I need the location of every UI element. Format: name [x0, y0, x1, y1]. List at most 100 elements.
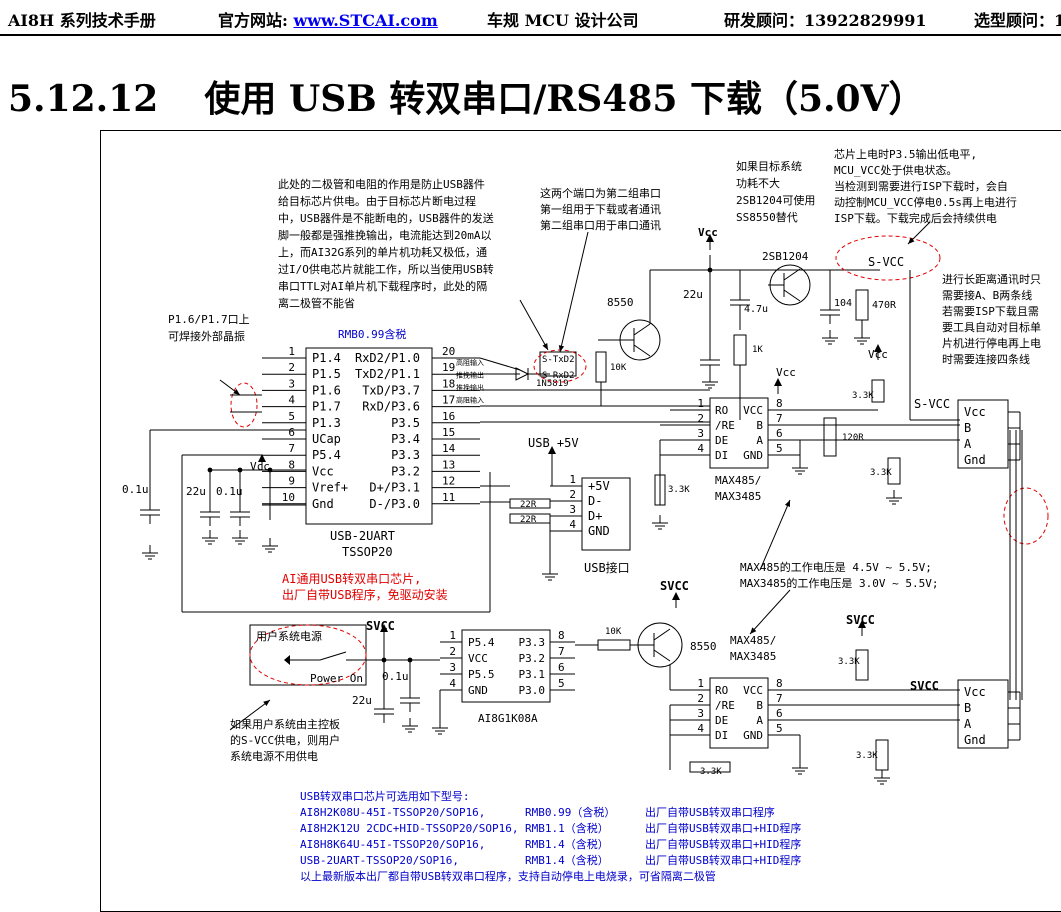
- website-label: 官方网站: www.STCAI.com: [218, 7, 438, 31]
- chip-list-part: USB-2UART-TSSOP20/SOP16,: [300, 854, 459, 867]
- wire: [229, 699, 271, 731]
- schematic-label: 3: [697, 707, 704, 720]
- schematic-label: 1: [569, 473, 576, 486]
- schematic-label: P1.6: [312, 383, 341, 397]
- chip-price: RMB0.99含税: [338, 327, 406, 341]
- resistor: [855, 649, 869, 681]
- section-title: 使用 USB 转双串口/RS485 下载（5.0V）: [204, 78, 925, 120]
- annotation-arrow: [750, 627, 757, 634]
- schematic-label: TxD2/P1.1: [355, 367, 420, 381]
- chip-list-desc: 出厂自带USB转双串口+HID程序: [645, 837, 801, 851]
- schematic-label: 3.3K: [838, 657, 860, 667]
- schematic-label: TxD/P3.7: [362, 383, 420, 397]
- wire: [559, 231, 589, 353]
- schematic-label: S-VCC: [868, 255, 904, 269]
- schematic-label: 20: [442, 345, 455, 358]
- chip-name: USB-2UART: [330, 529, 395, 543]
- diode: [515, 367, 530, 381]
- schematic-label: 8550: [607, 296, 634, 309]
- schematic-label: B: [964, 421, 971, 435]
- schematic-label: 片机进行停电再上电: [942, 336, 1041, 350]
- schematic-label: 2: [697, 692, 704, 705]
- schematic-label: 10K: [605, 627, 622, 637]
- schematic-label: 12: [442, 475, 455, 488]
- schematic-label: P1.4: [312, 351, 341, 365]
- schematic-label: DE: [715, 714, 728, 727]
- schematic-label: 7: [776, 412, 783, 425]
- selection-consultant: 选型顾问：1: [974, 11, 1061, 30]
- schematic-label: 2: [288, 361, 295, 374]
- chip-ai8g1k08a: [461, 629, 551, 703]
- schematic-label: GND: [743, 729, 763, 742]
- schematic-label: DI: [715, 729, 728, 742]
- user-power-highlight: [249, 624, 367, 686]
- schematic-label: MCU_VCC处于供电状态。: [834, 163, 957, 177]
- schematic-label: Vcc: [250, 460, 270, 473]
- schematic-label: 6: [558, 661, 565, 674]
- schematic-label: 13: [442, 458, 455, 471]
- schematic-label: 120R: [842, 433, 864, 443]
- schematic-label: 需要接A、B两条线: [942, 288, 1032, 302]
- schematic-label: 上，而AI32G系列的单片机功耗又极低，通: [278, 245, 487, 259]
- schematic-label: P1.3: [312, 416, 341, 430]
- resistor: [689, 761, 731, 773]
- schematic-label: 如果目标系统: [736, 159, 802, 173]
- schematic-label: P5.4: [312, 448, 341, 462]
- chip-list-price: RMB1.1（含税）: [525, 821, 609, 835]
- schematic-label: 过I/O供电芯片就能工作，所以当使用USB转: [278, 262, 494, 276]
- schematic-label: 高阻输入: [456, 358, 484, 367]
- connector-top: [957, 399, 1009, 469]
- schematic-label: Vcc: [964, 685, 986, 699]
- schematic-label: 22u: [352, 694, 372, 707]
- max485-chip-top: [709, 397, 769, 469]
- supply-arrow: [380, 624, 388, 632]
- chip-u2-name: AI8G1K08A: [478, 712, 538, 725]
- schematic-label: 要工具自动对目标单: [942, 320, 1041, 334]
- supply-arrow: [858, 620, 866, 628]
- schematic-label: 4: [569, 518, 576, 531]
- chip-list-desc: 出厂自带USB转双串口程序: [645, 805, 775, 819]
- schematic-label: 6: [776, 427, 783, 440]
- schematic-label: 推挽输出: [456, 371, 484, 380]
- wire: [783, 268, 801, 281]
- schematic-label: P3.4: [391, 432, 420, 446]
- schematic-label: SVCC: [366, 619, 395, 633]
- schematic-label: 22R: [520, 500, 537, 510]
- schematic-label: 10: [282, 491, 295, 504]
- schematic-label: 8550: [690, 640, 717, 653]
- schematic-label: MAX485的工作电压是 4.5V ~ 5.5V;: [740, 560, 932, 574]
- annotation-arrow: [784, 500, 790, 507]
- schematic-label: D+/P3.1: [369, 481, 420, 495]
- supply-arrow: [706, 234, 714, 242]
- schematic-label: 高阻输入: [456, 396, 484, 405]
- chip-list-part: AI8H2K08U-45I-TSSOP20/SOP16,: [300, 806, 485, 819]
- schematic-label: +5V: [588, 479, 610, 493]
- schematic-label: 6: [288, 426, 295, 439]
- website-link[interactable]: www.STCAI.com: [293, 11, 438, 30]
- resistor: [887, 457, 901, 485]
- schematic-label: 3: [449, 661, 456, 674]
- chip-list-price: RMB1.4（含税）: [525, 853, 609, 867]
- schematic-label: 4: [288, 394, 295, 407]
- chip-list-desc: 出厂自带USB转双串口+HID程序: [645, 853, 801, 867]
- schematic-label: 3: [569, 503, 576, 516]
- schematic-label: 4: [449, 677, 456, 690]
- chip-list-footer: 以上最新版本出厂都自带USB转双串口程序，支持自动停电上电烧录，可省隔离二极管: [300, 869, 716, 883]
- usb-port: [581, 477, 631, 551]
- schematic-label: UCap: [312, 432, 341, 446]
- resistor: [823, 417, 837, 457]
- schematic-label: 用户系统电源: [256, 629, 322, 643]
- schematic-label: B: [964, 701, 971, 715]
- schematic-label: 22u: [186, 485, 206, 498]
- schematic-label: 22R: [520, 515, 537, 525]
- schematic-label: 1: [697, 677, 704, 690]
- schematic-label: Vcc: [964, 405, 986, 419]
- schematic-label: S-TxD2: [542, 355, 575, 365]
- annotation-arrow: [542, 343, 548, 350]
- schematic-label: P1.5: [312, 367, 341, 381]
- schematic-label: VCC: [743, 684, 763, 697]
- chip-list-price: RMB0.99（含税）: [525, 805, 615, 819]
- wire: [759, 499, 791, 571]
- schematic-label: 脚一般都是强推挽输出，电流能达到20mA以: [278, 228, 492, 242]
- schematic-label: 8: [288, 458, 295, 471]
